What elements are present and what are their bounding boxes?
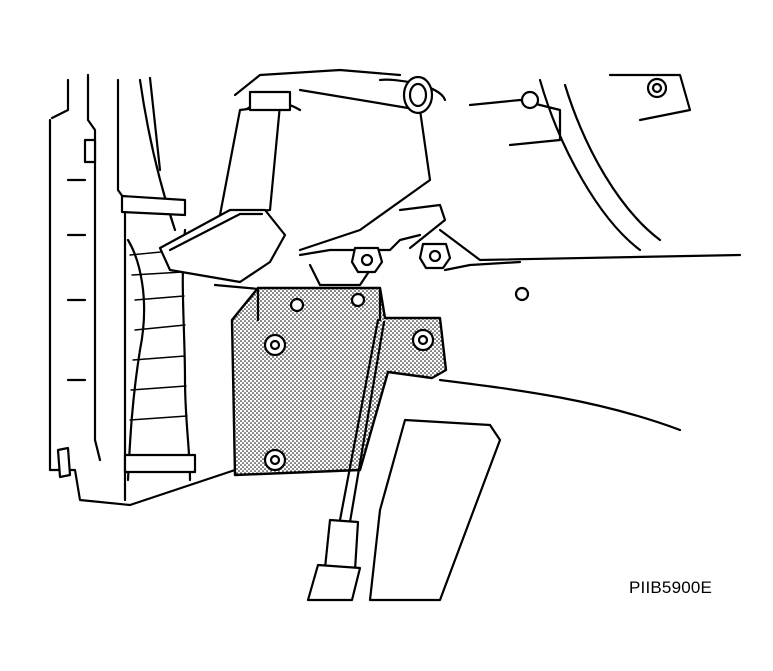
pedal-assembly <box>438 73 742 302</box>
lever-knob <box>158 208 287 284</box>
slot-lower <box>56 446 72 479</box>
cover-clip-left <box>289 297 305 313</box>
small-bolt-right <box>514 286 530 302</box>
nut-right <box>418 242 452 270</box>
bolt-upper-left <box>520 90 540 110</box>
floor-panel <box>368 378 682 602</box>
column-hole <box>402 75 434 115</box>
figure-code: PIIB5900E <box>629 578 713 597</box>
screwdriver <box>306 318 386 602</box>
steering-column <box>218 68 447 252</box>
bolt-upper-right <box>646 77 668 99</box>
slot-upper <box>83 138 97 164</box>
cover-screw-lower-left <box>263 448 287 472</box>
lower-cover <box>230 286 448 477</box>
screwdriver-collar <box>323 518 360 572</box>
column-clamp <box>248 90 292 112</box>
nut-left <box>350 246 384 274</box>
column-shaft <box>218 103 282 217</box>
cover-screw-right <box>411 328 435 352</box>
harness-clip-upper <box>120 194 187 217</box>
harness-clip-lower <box>123 453 197 474</box>
dash-opening <box>368 418 502 602</box>
screwdriver-handle <box>306 563 362 602</box>
cover-screw-upper-left <box>263 333 287 357</box>
cover-clip-right <box>350 292 366 308</box>
body-pillar <box>48 73 237 507</box>
